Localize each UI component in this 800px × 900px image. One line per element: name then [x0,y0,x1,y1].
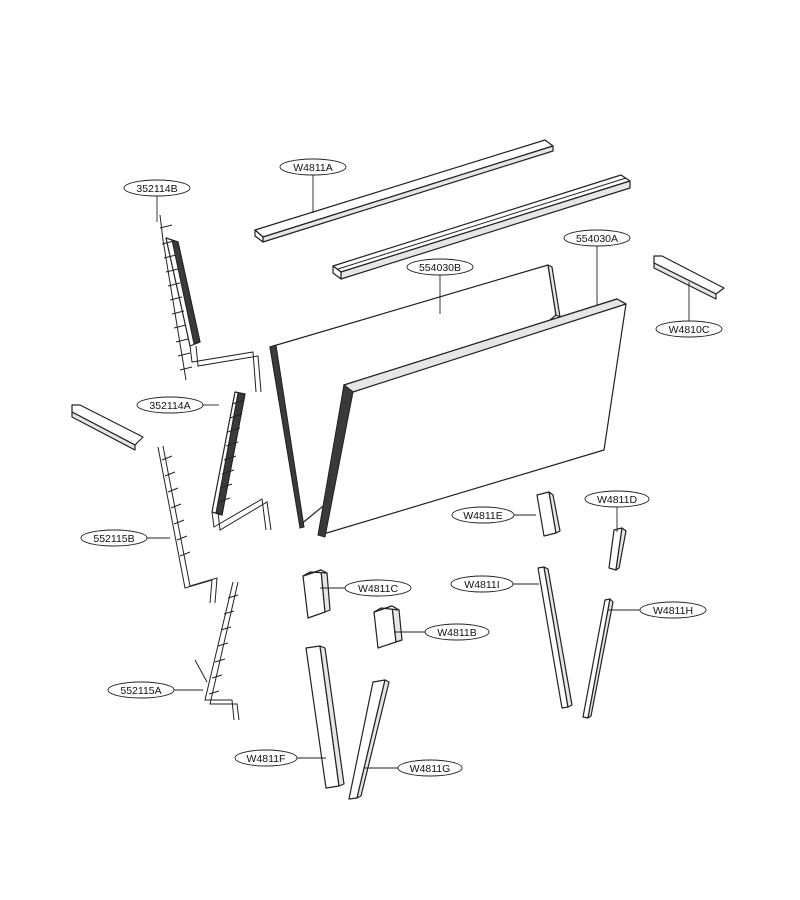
part-352114a-bracket [211,391,272,531]
callout-w4811h: W4811H [639,601,707,619]
louver-teeth-352114a [217,399,245,503]
callout-w4810c: W4810C [655,320,723,338]
callout-w4811d: W4811D [584,490,650,508]
callout-w4811b: W4811B [424,623,490,641]
part-w4811d [608,527,627,571]
leader-lines [147,174,690,769]
label-w4811i: W4811I [464,579,499,591]
label-554030a: 554030A [576,233,618,245]
label-352114a: 352114A [149,400,190,412]
part-w4810c-bracket [653,255,725,300]
label-w4811a: W4811A [293,162,333,174]
part-552115b-rod [157,445,218,604]
label-w4811h: W4811H [653,605,693,617]
callout-554030b: 554030B [406,258,474,276]
part-w4811a [254,139,554,243]
part-352114b-bracket [159,214,262,393]
callout-w4811i: W4811I [450,575,514,593]
label-w4811e: W4811E [463,510,503,522]
part-w4811h [582,598,614,719]
label-w4811f: W4811F [247,753,286,765]
callout-w4811c: W4811C [344,579,412,597]
louver-teeth-552115a [208,594,239,695]
part-554030a-panel [317,298,627,538]
part-552115a-rod [194,581,240,721]
callouts: W4811A 352114B 554030A 554030B W4810C 35… [80,158,723,777]
callout-w4811e: W4811E [451,506,515,524]
label-w4811g: W4811G [410,763,451,775]
part-channel-strip [332,174,631,280]
part-w4811g [348,679,390,800]
label-w4811d: W4811D [597,494,637,506]
label-552115a: 552115A [120,685,161,697]
part-w4811i [537,566,573,709]
callout-552115b: 552115B [80,529,148,547]
callout-w4811f: W4811F [234,749,298,767]
callout-w4811g: W4811G [397,759,463,777]
louver-teeth-352114b [159,224,193,371]
part-w4811e [536,491,561,537]
callout-554030a: 554030A [563,229,631,247]
label-w4811c: W4811C [358,583,398,595]
label-w4811b: W4811B [437,627,477,639]
label-554030b: 554030B [419,262,461,274]
part-w4811f [305,645,345,789]
callout-352114b: 352114B [123,179,191,197]
callout-552115a: 552115A [107,681,175,699]
callout-352114a: 352114A [136,396,204,414]
label-352114b: 352114B [136,183,177,195]
part-w4811b [373,605,403,649]
part-w4811c [302,569,331,619]
callout-w4811a: W4811A [279,158,347,176]
part-left-end-bracket [71,404,144,451]
label-w4810c: W4810C [669,324,710,336]
louver-teeth-552115b [161,455,191,557]
label-552115b: 552115B [93,533,134,545]
